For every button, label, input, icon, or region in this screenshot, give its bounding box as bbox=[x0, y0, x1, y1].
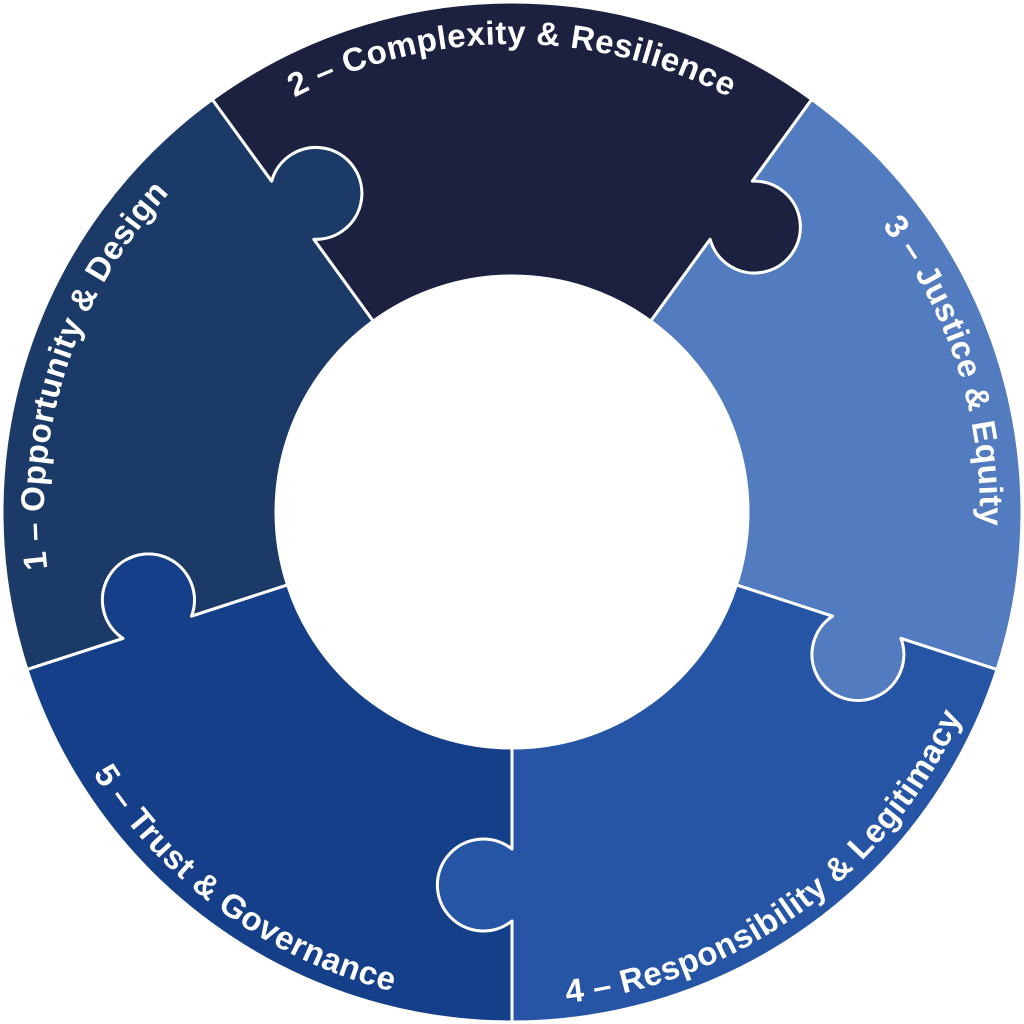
center-hole bbox=[276, 276, 748, 748]
